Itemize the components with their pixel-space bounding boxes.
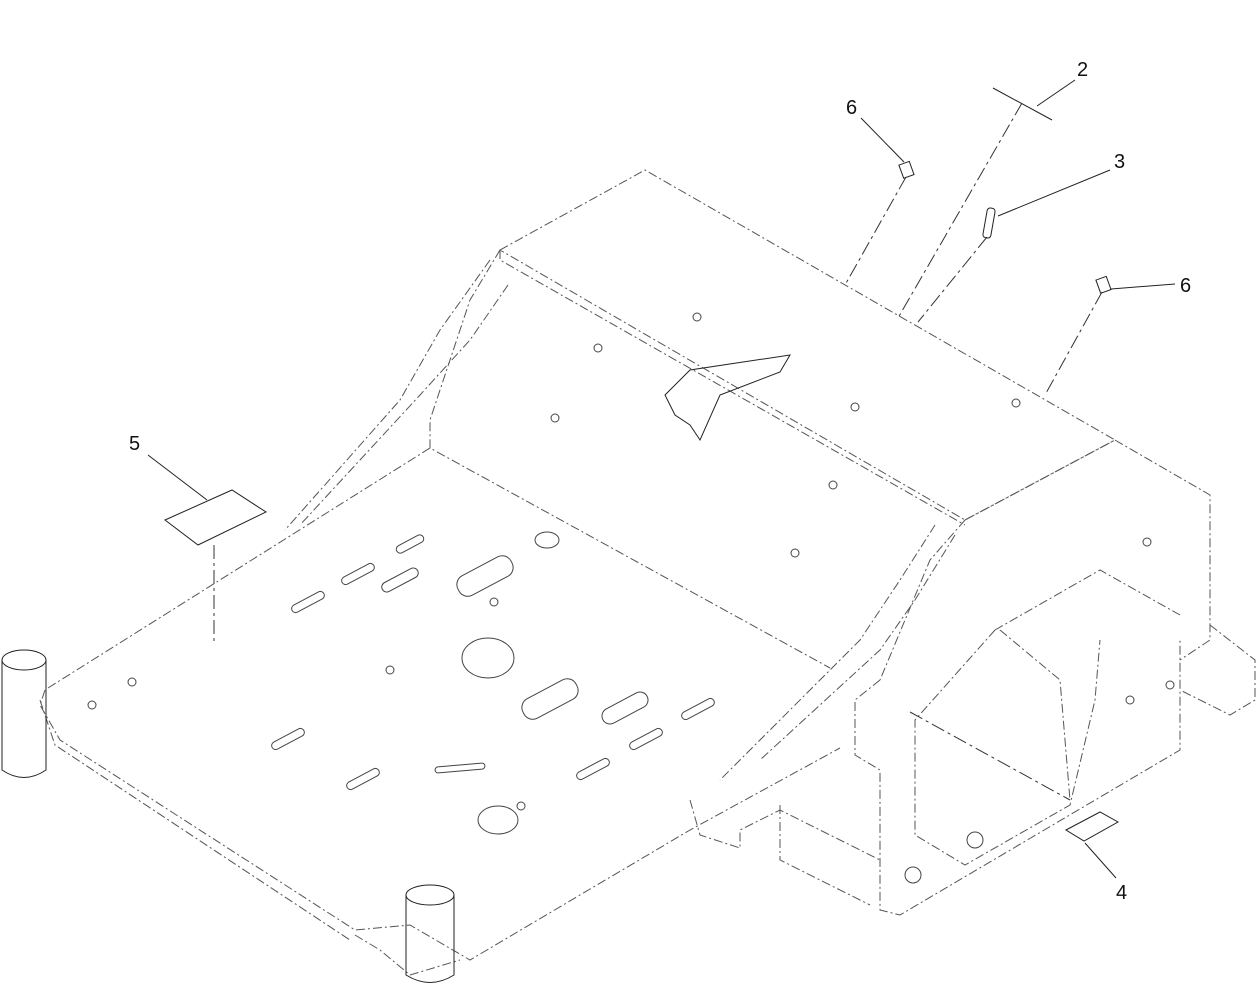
decals bbox=[164, 87, 1120, 842]
leader-5 bbox=[147, 454, 208, 501]
callout-6a: 6 bbox=[846, 97, 857, 119]
callout-3: 3 bbox=[1114, 151, 1125, 173]
callout-leaders bbox=[147, 79, 1176, 879]
callout-labels: 2 3 6 6 5 4 bbox=[129, 59, 1191, 904]
leader-4 bbox=[1084, 842, 1117, 879]
callout-5: 5 bbox=[129, 433, 140, 455]
leader-6b bbox=[1110, 283, 1176, 290]
callout-4: 4 bbox=[1116, 882, 1127, 904]
chassis-frame bbox=[1, 169, 1256, 983]
leader-3 bbox=[997, 169, 1111, 217]
callout-6b: 6 bbox=[1180, 275, 1191, 297]
leader-6a bbox=[860, 117, 905, 163]
callout-2: 2 bbox=[1077, 59, 1088, 81]
deck-holes bbox=[87, 312, 1175, 884]
leader-2 bbox=[1036, 79, 1076, 107]
